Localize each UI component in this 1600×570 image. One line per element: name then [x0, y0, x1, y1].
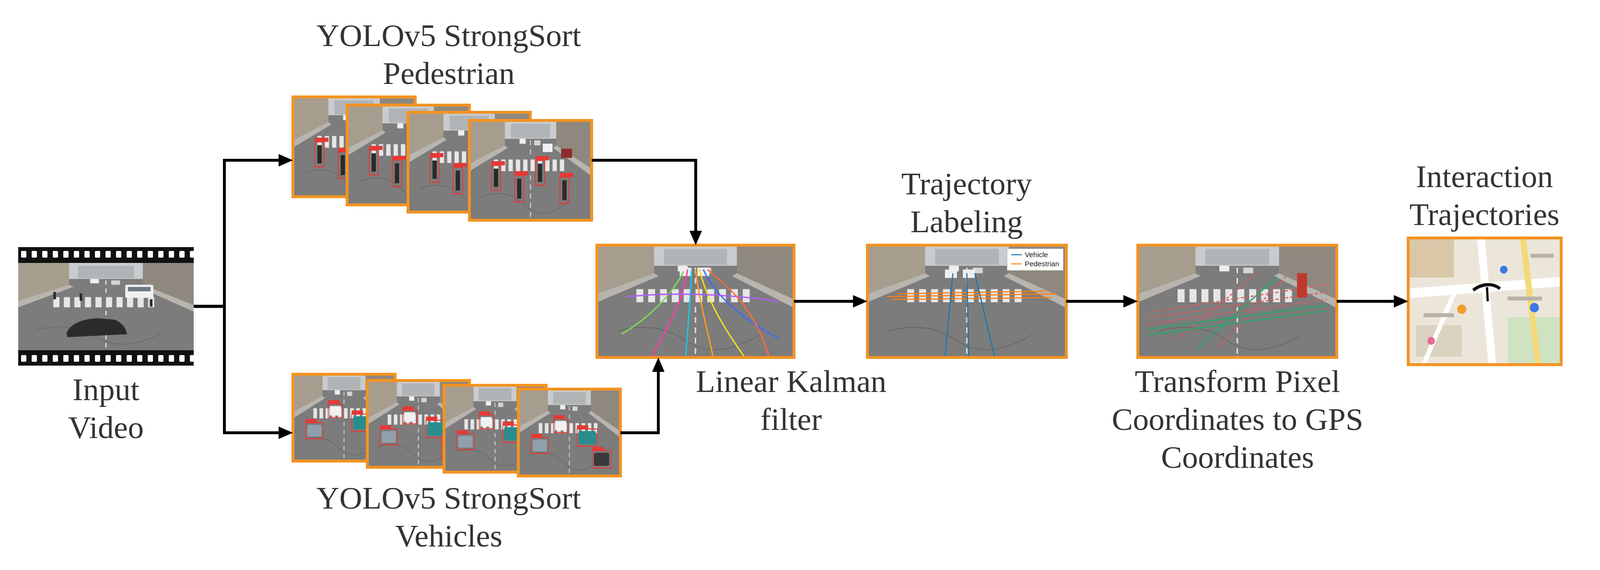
- pipeline-stage: YOLOv5 StrongSort Pedestrian: [292, 96, 592, 221]
- legend-line: [1011, 254, 1022, 256]
- map-trajectories-part: [1408, 237, 1562, 365]
- legend-label: Pedestrian: [1024, 259, 1060, 269]
- pipeline-stage: Transform Pixel Coordinates to GPS Coord…: [1137, 245, 1337, 358]
- film-strip-part: [18, 248, 194, 260]
- pedestrian-detections-part: [469, 120, 592, 221]
- legend: VehiclePedestrian: [1006, 248, 1064, 271]
- map-trajectories-part: [1408, 237, 1562, 365]
- gps-transform-part: [1137, 245, 1337, 358]
- labeled-trajectories: [867, 245, 1067, 358]
- legend-entry: Pedestrian: [1011, 259, 1060, 269]
- pipeline-stage: Linear Kalman filter: [596, 245, 795, 358]
- stage-label: Trajectory Labeling: [856, 164, 1077, 241]
- pipeline-stage: Input Video: [18, 246, 194, 366]
- vehicle-detections-part: [518, 388, 621, 476]
- kalman-trajectories-part: [596, 245, 795, 358]
- map-trajectories: [1408, 237, 1562, 365]
- stage-label: Input Video: [43, 370, 169, 446]
- stage-label: YOLOv5 StrongSort Pedestrian: [300, 16, 598, 93]
- pedestrian-detections-part: [469, 120, 592, 221]
- stage-label: YOLOv5 StrongSort Vehicles: [300, 478, 598, 555]
- labeled-trajectories-part: [867, 245, 1067, 358]
- gps-transform: [1137, 245, 1337, 358]
- kalman-trajectories-part: [596, 245, 795, 358]
- film-strip: [18, 246, 194, 366]
- pipeline-stage: Interaction Trajectories: [1408, 237, 1562, 365]
- film-strip-part: [18, 246, 194, 366]
- legend-line: [1011, 263, 1022, 265]
- gps-transform-part: [1137, 245, 1337, 358]
- stage-label: Linear Kalman filter: [680, 362, 902, 438]
- flow-arrow: [193, 160, 279, 307]
- flow-arrow: [1336, 299, 1394, 303]
- film-strip-part: [18, 262, 194, 351]
- pedestrian-detections: [292, 96, 592, 221]
- flow-arrow: [620, 371, 659, 433]
- flow-arrow: [1066, 299, 1124, 303]
- legend-line-sample: [1011, 252, 1022, 257]
- legend-entry: Vehicle: [1011, 250, 1060, 260]
- kalman-trajectories: [596, 245, 795, 358]
- stage-label: Transform Pixel Coordinates to GPS Coord…: [1103, 362, 1372, 477]
- vehicle-detections-part: [518, 388, 621, 476]
- film-strip-part: [18, 352, 194, 364]
- flow-arrow: [794, 299, 853, 303]
- flow-arrow: [193, 306, 279, 433]
- pipeline-stage: YOLOv5 StrongSort Vehicles: [292, 373, 621, 476]
- labeled-trajectories-part: [867, 245, 1067, 358]
- flow-arrow: [591, 160, 696, 231]
- legend-label: Vehicle: [1024, 250, 1048, 260]
- vehicle-detections: [292, 373, 621, 476]
- stage-label: Interaction Trajectories: [1383, 157, 1586, 234]
- legend-line-sample: [1011, 261, 1022, 266]
